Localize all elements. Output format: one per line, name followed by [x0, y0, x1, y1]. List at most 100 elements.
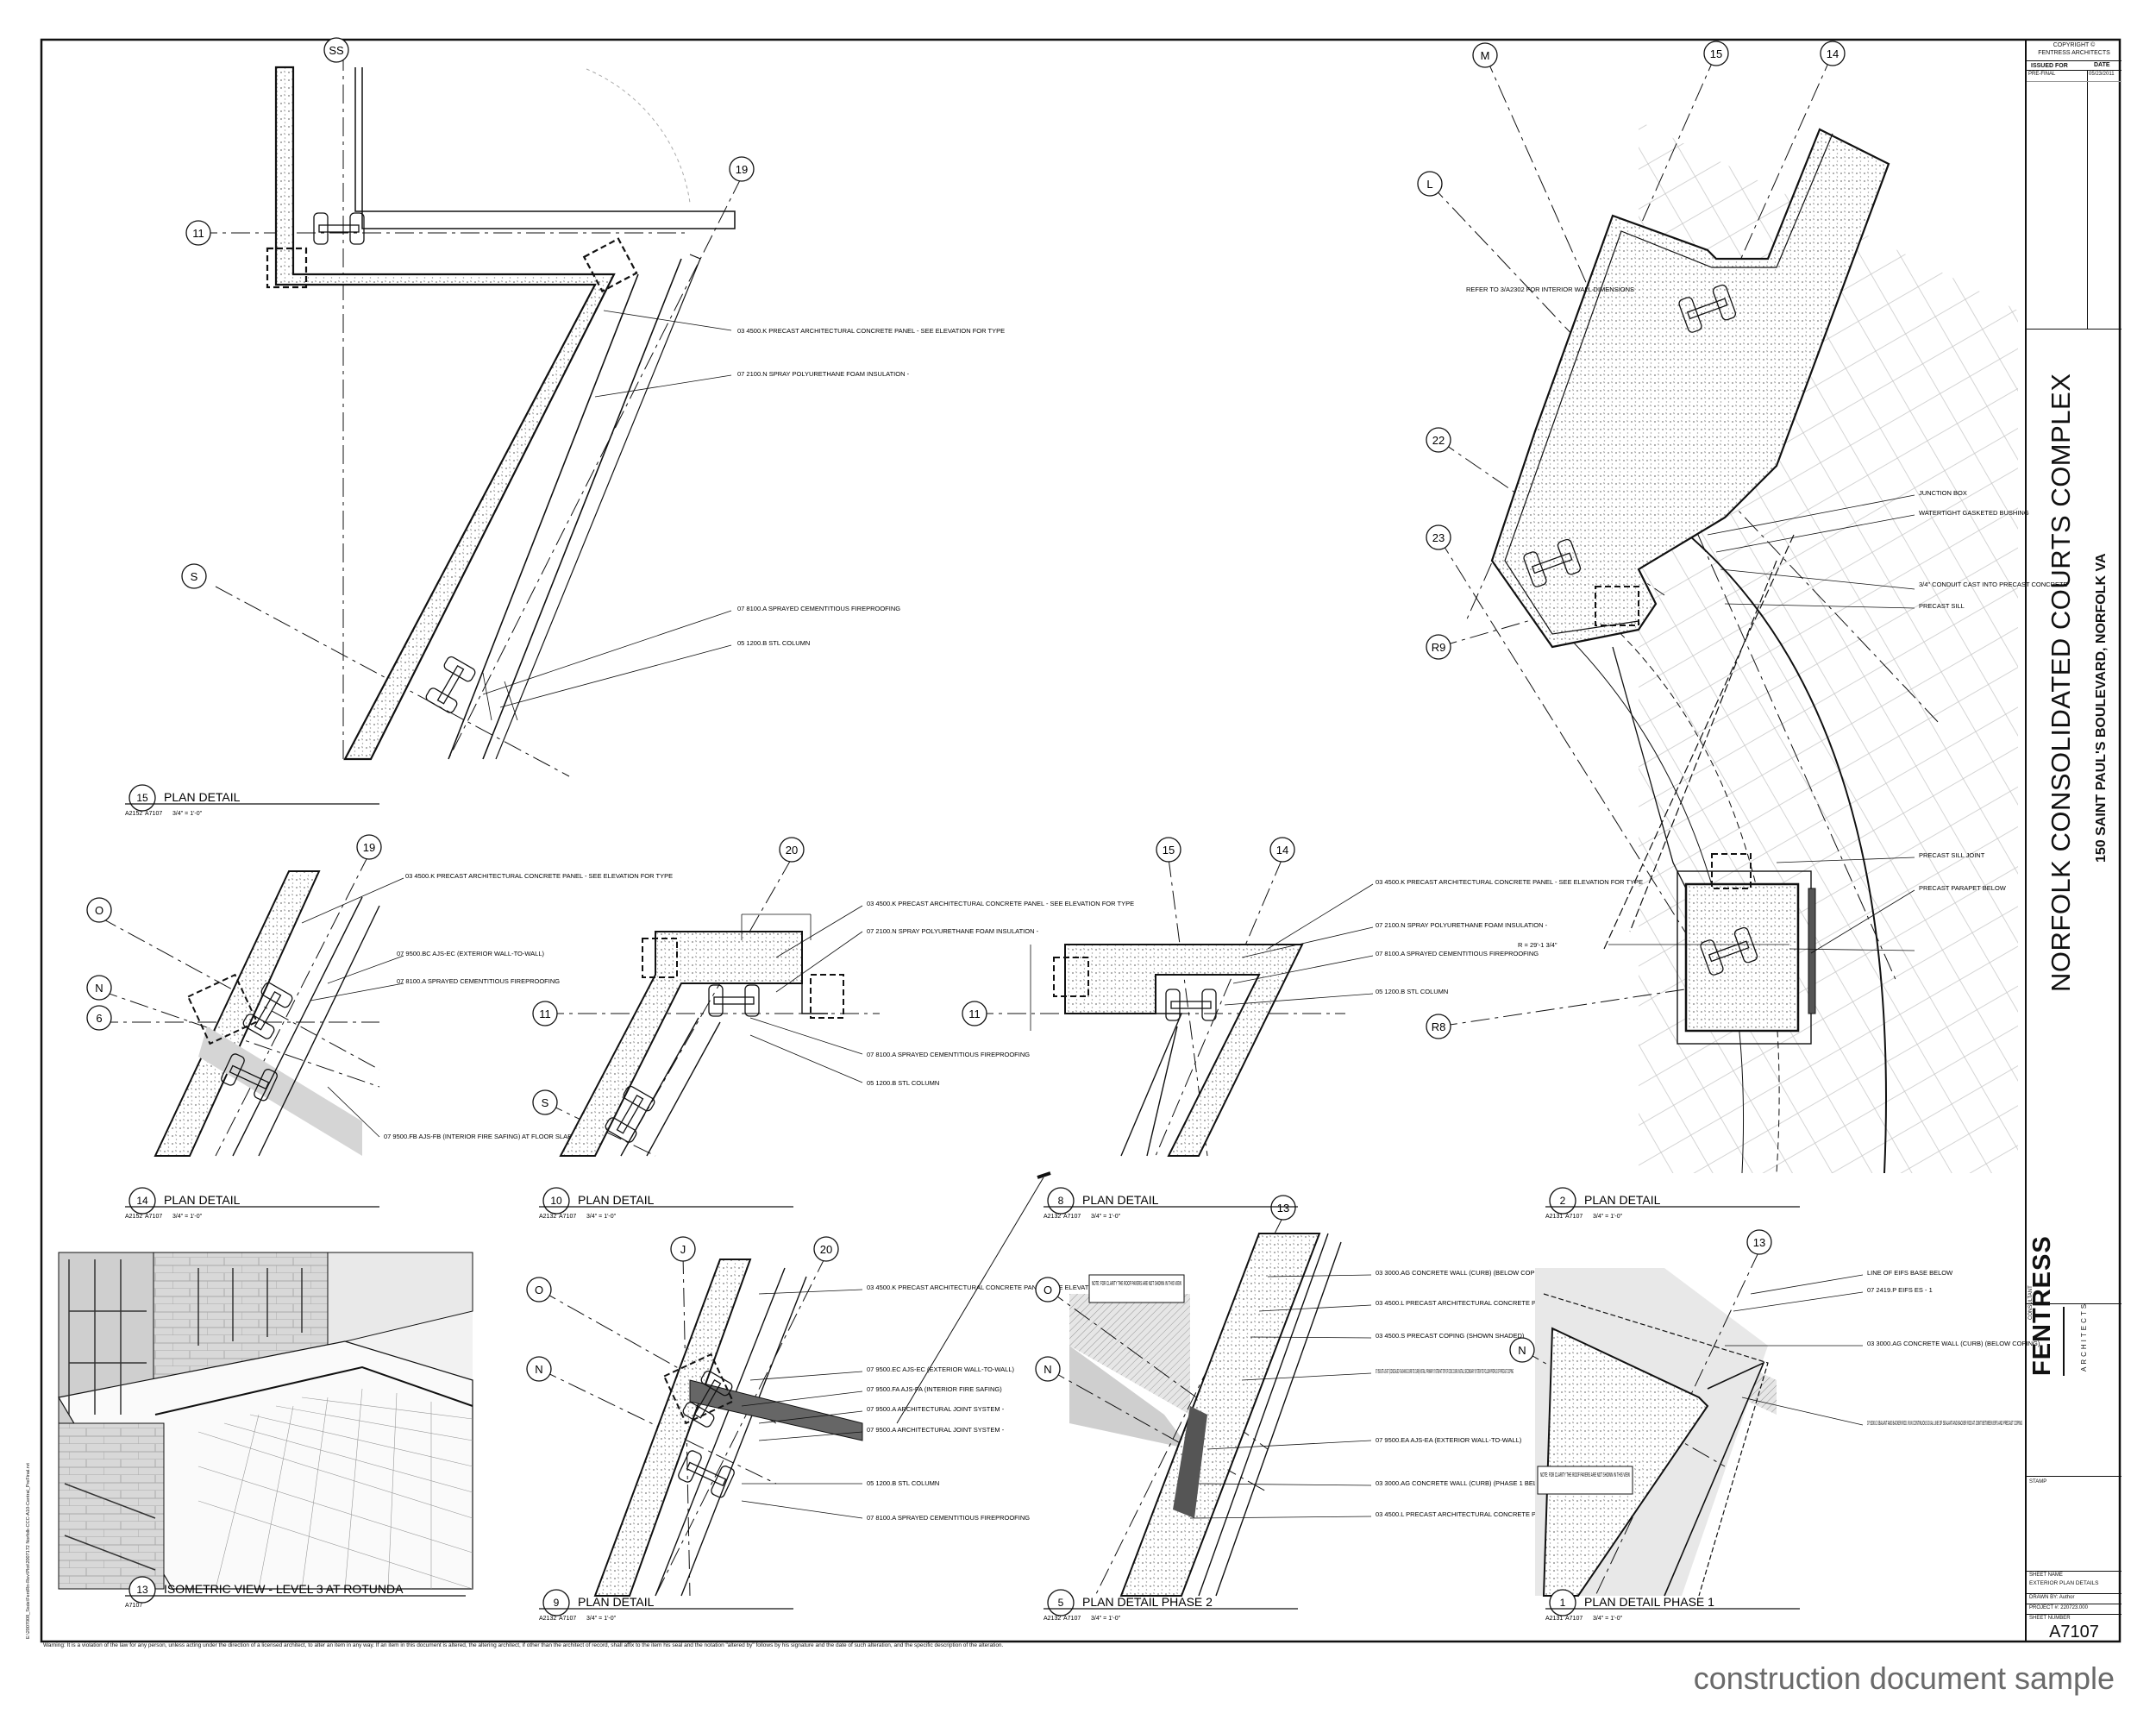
callout-d5-1: 03 3000.AG CONCRETE WALL (CURB) (BELOW C… — [1376, 1269, 1549, 1277]
detail-5-drawing — [1047, 1215, 1372, 1597]
svg-text:3/4" = 1'-0": 3/4" = 1'-0" — [586, 1616, 617, 1622]
svg-text:A2152: A2152 — [125, 1214, 142, 1220]
bubble-13-label: 13 — [1277, 1202, 1289, 1215]
title-13: ISOMETRIC VIEW - LEVEL 3 AT ROTUNDA — [164, 1582, 404, 1596]
detail-10-drawing — [544, 857, 880, 1157]
isometric-view — [58, 1252, 473, 1590]
title-2-num: 2 — [1560, 1195, 1566, 1207]
callout-d5-0: NOTE: FOR CLARITY THE ROOF PAVERS ARE NO… — [1092, 1281, 1181, 1287]
callout-d9-5: 05 1200.B STL COLUMN — [867, 1479, 939, 1487]
callout-d5-6: 03 3000.AG CONCRETE WALL (CURB) (PHASE 1… — [1376, 1479, 1578, 1487]
svg-text:A2132: A2132 — [1044, 1616, 1061, 1622]
title-15-num: 15 — [136, 792, 148, 804]
callout-d10-3: 05 1200.B STL COLUMN — [867, 1079, 939, 1087]
svg-text:A7107: A7107 — [125, 1603, 142, 1609]
title-5-num: 5 — [1058, 1597, 1064, 1609]
stamp-area: STAMP — [2027, 1477, 2122, 1572]
issue-header: ISSUED FOR DATE — [2027, 60, 2122, 71]
bubble-nb-label: N — [535, 1363, 542, 1376]
callout-d2-0: REFER TO 3/A2302 FOR INTERIOR WALL DIMEN… — [1466, 286, 1634, 293]
svg-text:A7107: A7107 — [145, 811, 162, 817]
callout-d5-2: 03 4500.L PRECAST ARCHITECTURAL CONCRETE… — [1376, 1299, 1609, 1307]
callout-d5-4: 07 9500.ET AJS-ET (CONCEALED FLASHING CU… — [1376, 1367, 1514, 1375]
svg-text:3/4" = 1'-0": 3/4" = 1'-0" — [1593, 1616, 1623, 1622]
copyright: COPYRIGHT © FENTRESS ARCHITECTS — [2038, 42, 2110, 56]
bubble-l-label: L — [1426, 178, 1432, 191]
detail-15-drawing — [198, 52, 743, 777]
callout-d1-0: LINE OF EIFS BASE BELOW — [1867, 1269, 1953, 1277]
callout-d1-3: 07 9200.G SEALANT AND BACKER ROD. RUN CO… — [1867, 1419, 2022, 1427]
callout-d8-2: 07 8100.A SPRAYED CEMENTITIOUS FIREPROOF… — [1376, 950, 1539, 957]
title-2: PLAN DETAIL — [1584, 1193, 1661, 1207]
bubble-s-label: S — [191, 570, 198, 583]
caption: construction document sample — [1693, 1660, 2115, 1696]
bubble-6-label: 6 — [96, 1012, 102, 1025]
title-1: PLAN DETAIL PHASE 1 — [1584, 1595, 1714, 1609]
bubble-n-label: N — [95, 982, 103, 995]
svg-text:3/4" = 1'-0": 3/4" = 1'-0" — [1091, 1214, 1121, 1220]
callout-d14-3: 07 9500.FB AJS-FB (INTERIOR FIRE SAFING)… — [384, 1133, 572, 1140]
svg-text:A7107: A7107 — [1565, 1616, 1583, 1622]
consultant-area — [2027, 1304, 2122, 1477]
detail-2-drawing — [1429, 53, 2018, 1174]
issue-table: PRE-FINAL 05/23/2011 — [2027, 71, 2122, 330]
svg-text:3/4" = 1'-0": 3/4" = 1'-0" — [1593, 1214, 1623, 1220]
callout-d9-3: 07 9500.A ARCHITECTURAL JOINT SYSTEM - — [867, 1405, 1005, 1413]
project-address: 150 SAINT PAUL'S BOULEVARD, NORFOLK VA — [2094, 553, 2109, 863]
title-8-num: 8 — [1058, 1195, 1064, 1207]
callout-d8-0: 03 4500.K PRECAST ARCHITECTURAL CONCRETE… — [1376, 878, 1643, 886]
title-13-num: 13 — [136, 1584, 148, 1596]
svg-text:A7107: A7107 — [145, 1214, 162, 1220]
bubble-nd-label: N — [1518, 1344, 1526, 1357]
callout-d14-2: 07 8100.A SPRAYED CEMENTITIOUS FIREPROOF… — [397, 977, 560, 985]
bubble-ss — [323, 37, 349, 63]
bubble-nc-label: N — [1044, 1363, 1051, 1376]
firm-logo: FENTRESS — [2028, 1235, 2056, 1376]
firm-logo-sub: ARCHITECTS — [2080, 1301, 2088, 1372]
callout-d2-3: 3/4" CONDUIT CAST INTO PRECAST CONCRETE — [1919, 581, 2068, 588]
detail-14-drawing — [98, 853, 404, 1157]
project-area — [2027, 330, 2122, 1304]
svg-text:A7107: A7107 — [559, 1616, 576, 1622]
callout-d9-4: 07 9500.A ARCHITECTURAL JOINT SYSTEM - — [867, 1426, 1005, 1434]
callout-d8-1: 07 2100.N SPRAY POLYURETHANE FOAM INSULA… — [1376, 921, 1548, 929]
bubble-15-label: 15 — [1710, 47, 1722, 60]
callout-d2-5: PRECAST SILL JOINT — [1919, 851, 1985, 859]
bubble-ss-label: SS — [329, 44, 344, 57]
sheet-name-cell: SHEET NAME EXTERIOR PLAN DETAILS — [2027, 1572, 2122, 1594]
svg-text:3/4" = 1'-0": 3/4" = 1'-0" — [172, 1214, 203, 1220]
project-number-cell: PROJECT #: 220723.000 — [2027, 1604, 2122, 1615]
bubble-11c-label: 11 — [968, 1008, 981, 1020]
callout-d10-2: 07 8100.A SPRAYED CEMENTITIOUS FIREPROOF… — [867, 1051, 1030, 1058]
callout-d2-1: JUNCTION BOX — [1919, 489, 1967, 497]
callout-d2-4: PRECAST SILL — [1919, 602, 1965, 610]
bubble-11b-label: 11 — [539, 1008, 551, 1020]
callout-d10-1: 07 2100.N SPRAY POLYURETHANE FOAM INSULA… — [867, 927, 1039, 935]
bubble-14-label: 14 — [1827, 47, 1839, 60]
detail-9-drawing — [538, 1171, 1051, 1597]
wall-2 — [1490, 128, 1890, 649]
bubble-20-label: 20 — [786, 844, 798, 857]
callout-d1-2: 03 3000.AG CONCRETE WALL (CURB) (BELOW C… — [1867, 1340, 2040, 1347]
callout-d2-7: R = 29'-1 3/4" — [1518, 941, 1557, 949]
callout-d14-1: 07 9500.BC AJS-EC (EXTERIOR WALL-TO-WALL… — [397, 950, 545, 957]
title-block: COPYRIGHT © FENTRESS ARCHITECTS ISSUED F… — [2025, 40, 2122, 1642]
warning-note: Warning: It is a violation of the law fo… — [43, 1642, 1004, 1648]
title-10: PLAN DETAIL — [578, 1193, 655, 1207]
bubble-14b-label: 14 — [1276, 844, 1288, 857]
title-10-num: 10 — [550, 1195, 562, 1207]
callout-d5-5: 07 9500.EA AJS-EA (EXTERIOR WALL-TO-WALL… — [1376, 1436, 1522, 1444]
bubble-o-label: O — [95, 904, 103, 917]
bubble-20b-label: 20 — [820, 1243, 832, 1256]
callout-d9-0: 03 4500.K PRECAST ARCHITECTURAL CONCRETE… — [867, 1284, 1134, 1291]
callout-d15-1: 07 2100.N SPRAY POLYURETHANE FOAM INSULA… — [737, 370, 910, 378]
project-title: NORFOLK CONSOLIDATED COURTS COMPLEX — [2046, 373, 2076, 992]
title-8: PLAN DETAIL — [1082, 1193, 1159, 1207]
bubble-sb-label: S — [542, 1096, 549, 1109]
bubble-oc-label: O — [1044, 1284, 1052, 1296]
title-9-num: 9 — [554, 1597, 560, 1609]
callout-d5-3: 03 4500.S PRECAST COPING (SHOWN SHADED) — [1376, 1332, 1525, 1340]
bubble-15b-label: 15 — [1163, 844, 1175, 857]
